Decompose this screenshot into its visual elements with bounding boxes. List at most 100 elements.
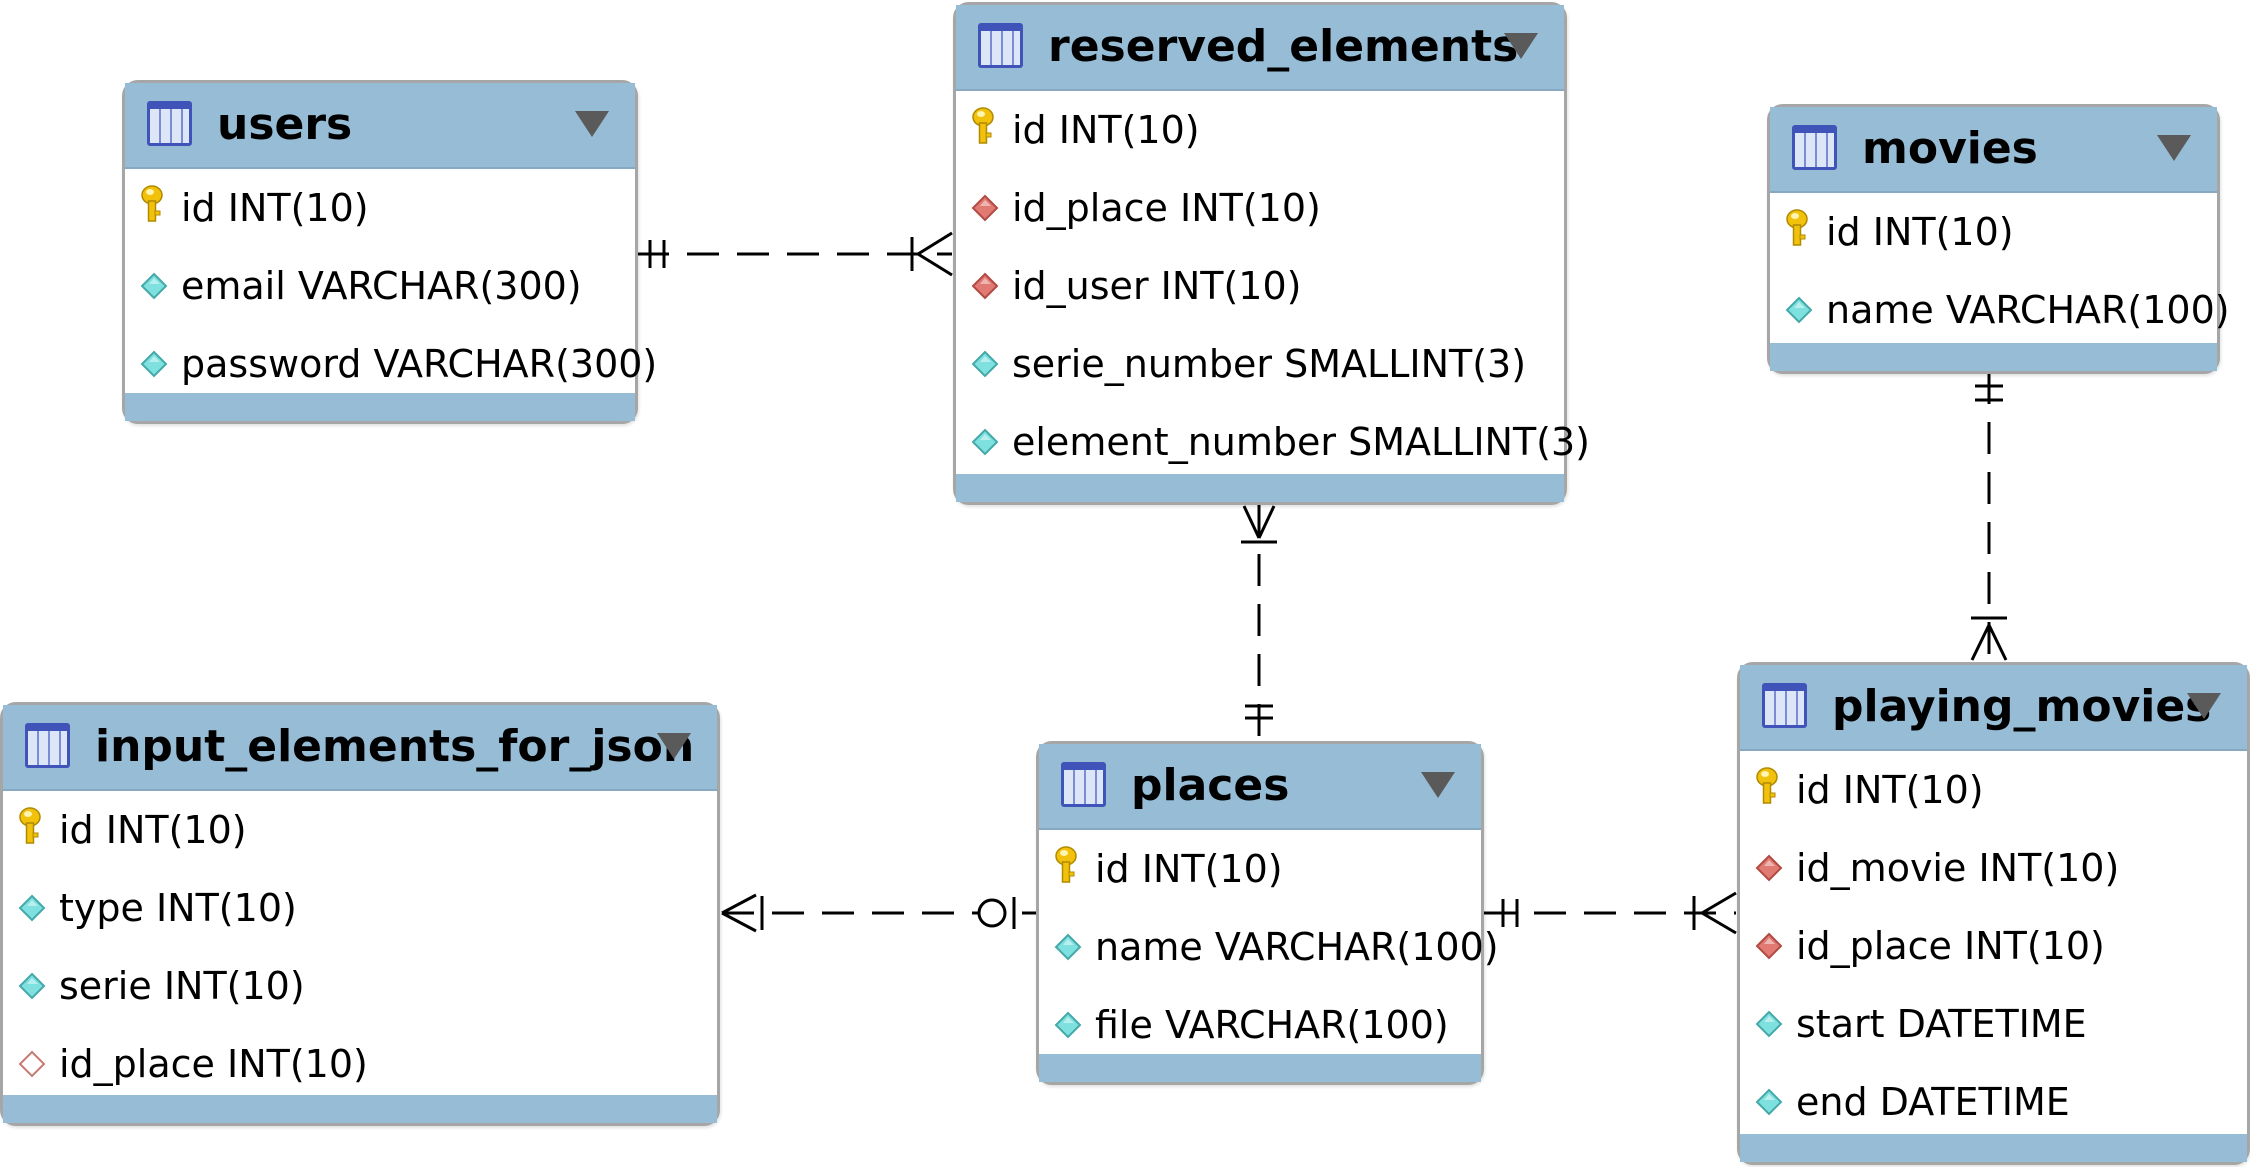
- table-title: input_elements_for_json: [95, 721, 695, 772]
- column-row[interactable]: name VARCHAR(100): [1039, 908, 1499, 986]
- column-row[interactable]: password VARCHAR(300): [125, 325, 657, 403]
- column-row[interactable]: id_place INT(10): [956, 169, 1564, 247]
- column-row[interactable]: id_place INT(10): [1740, 907, 2247, 985]
- column-list: id INT(10) email VARCHAR(300) password VAR…: [125, 169, 657, 403]
- column-list: id INT(10) name VARCHAR(100): [1770, 193, 2230, 349]
- table-footer: [1039, 1054, 1481, 1082]
- table-places[interactable]: places id INT(10) name VARCHAR(100) file V…: [1036, 741, 1499, 1085]
- column-label: serie INT(10): [59, 964, 305, 1008]
- attribute-icon: [1755, 1010, 1783, 1038]
- column-row[interactable]: id INT(10): [125, 169, 635, 247]
- column-row[interactable]: name VARCHAR(100): [1770, 271, 2230, 349]
- column-label: name VARCHAR(100): [1826, 288, 2230, 332]
- table-header[interactable]: input_elements_for_json: [3, 705, 717, 791]
- column-label: id_place INT(10): [1796, 924, 2105, 968]
- column-label: password VARCHAR(300): [181, 342, 658, 386]
- foreign-key-icon: [1755, 932, 1783, 960]
- table-icon: [147, 101, 192, 146]
- table-title: playing_movies: [1832, 681, 2212, 732]
- relationship-places-reserved-elements: [1241, 504, 1277, 740]
- column-row[interactable]: id INT(10): [1740, 751, 2247, 829]
- column-row[interactable]: id_movie INT(10): [1740, 829, 2247, 907]
- column-row[interactable]: id INT(10): [956, 91, 1564, 169]
- column-list: id INT(10) id_place INT(10) id_user INT(10…: [956, 91, 1590, 481]
- column-row[interactable]: serie INT(10): [3, 947, 717, 1025]
- column-list: id INT(10) type INT(10) serie INT(10) id_pl…: [3, 791, 717, 1103]
- column-label: file VARCHAR(100): [1095, 1003, 1449, 1047]
- attribute-icon: [971, 428, 999, 456]
- relationship-places-playing-movies: [1484, 891, 1737, 935]
- table-footer: [125, 393, 635, 421]
- column-row[interactable]: id INT(10): [1039, 830, 1481, 908]
- table-playing-movies[interactable]: playing_movies id INT(10) id_movie INT(10…: [1737, 662, 2250, 1165]
- column-label: name VARCHAR(100): [1095, 925, 1499, 969]
- column-row[interactable]: element_number SMALLINT(3): [956, 403, 1590, 481]
- attribute-icon: [140, 350, 168, 378]
- primary-key-icon: [972, 107, 994, 144]
- table-header[interactable]: reserved_elements: [956, 5, 1564, 91]
- dropdown-arrow-icon[interactable]: [1504, 33, 1538, 59]
- attribute-icon: [1755, 1088, 1783, 1116]
- column-label: id_user INT(10): [1012, 264, 1302, 308]
- relationship-places-input-elements: [721, 893, 1036, 933]
- table-users[interactable]: users id INT(10) email VARCHAR(300) passwo…: [122, 80, 657, 424]
- attribute-icon: [140, 272, 168, 300]
- column-list: id INT(10) id_movie INT(10) id_place INT(1…: [1740, 751, 2247, 1141]
- table-title: users: [217, 99, 353, 150]
- attribute-icon: [1054, 933, 1082, 961]
- column-label: end DATETIME: [1796, 1080, 2070, 1124]
- table-movies[interactable]: movies id INT(10) name VARCHAR(100): [1767, 104, 2230, 374]
- primary-key-icon: [19, 807, 41, 844]
- table-input-elements-for-json[interactable]: input_elements_for_json id INT(10) type I…: [0, 702, 720, 1126]
- column-row[interactable]: serie_number SMALLINT(3): [956, 325, 1564, 403]
- column-label: id INT(10): [1012, 108, 1200, 152]
- table-title: places: [1131, 760, 1290, 811]
- column-row[interactable]: file VARCHAR(100): [1039, 986, 1481, 1064]
- column-row[interactable]: type INT(10): [3, 869, 717, 947]
- primary-key-icon: [1756, 767, 1778, 804]
- table-header[interactable]: playing_movies: [1740, 665, 2247, 751]
- table-title: movies: [1862, 123, 2038, 174]
- column-label: element_number SMALLINT(3): [1012, 420, 1590, 464]
- foreign-key-icon: [971, 194, 999, 222]
- table-footer: [1770, 343, 2217, 371]
- column-label: id INT(10): [1095, 847, 1283, 891]
- column-label: type INT(10): [59, 886, 297, 930]
- table-header[interactable]: users: [125, 83, 635, 169]
- table-footer: [956, 474, 1564, 502]
- primary-key-icon: [1786, 209, 1808, 246]
- table-header[interactable]: places: [1039, 744, 1481, 830]
- column-label: serie_number SMALLINT(3): [1012, 342, 1527, 386]
- column-label: email VARCHAR(300): [181, 264, 582, 308]
- table-icon: [1762, 683, 1807, 728]
- column-label: id INT(10): [1826, 210, 2014, 254]
- table-icon: [25, 723, 70, 768]
- column-row[interactable]: end DATETIME: [1740, 1063, 2247, 1141]
- column-row[interactable]: email VARCHAR(300): [125, 247, 635, 325]
- dropdown-arrow-icon[interactable]: [575, 111, 609, 137]
- column-row[interactable]: id INT(10): [1770, 193, 2217, 271]
- dropdown-arrow-icon[interactable]: [2157, 135, 2191, 161]
- attribute-icon: [1054, 1011, 1082, 1039]
- column-row[interactable]: start DATETIME: [1740, 985, 2247, 1063]
- dropdown-arrow-icon[interactable]: [2187, 693, 2221, 719]
- column-row[interactable]: id_user INT(10): [956, 247, 1564, 325]
- column-label: id_place INT(10): [1012, 186, 1321, 230]
- table-reserved-elements[interactable]: reserved_elements id INT(10) id_place INT…: [953, 2, 1590, 505]
- dropdown-arrow-icon[interactable]: [657, 733, 691, 759]
- column-row[interactable]: id INT(10): [3, 791, 717, 869]
- column-label: id_movie INT(10): [1796, 846, 2120, 890]
- attribute-icon: [18, 972, 46, 1000]
- column-row[interactable]: id_place INT(10): [3, 1025, 717, 1103]
- table-footer: [1740, 1134, 2247, 1162]
- column-label: start DATETIME: [1796, 1002, 2087, 1046]
- table-header[interactable]: movies: [1770, 107, 2217, 193]
- table-icon: [1061, 762, 1106, 807]
- column-label: id_place INT(10): [59, 1042, 368, 1086]
- attribute-icon: [18, 894, 46, 922]
- foreign-key-icon: [1755, 854, 1783, 882]
- column-label: id INT(10): [181, 186, 369, 230]
- table-icon: [1792, 125, 1837, 170]
- relationship-users-reserved-elements: [637, 231, 953, 277]
- dropdown-arrow-icon[interactable]: [1421, 772, 1455, 798]
